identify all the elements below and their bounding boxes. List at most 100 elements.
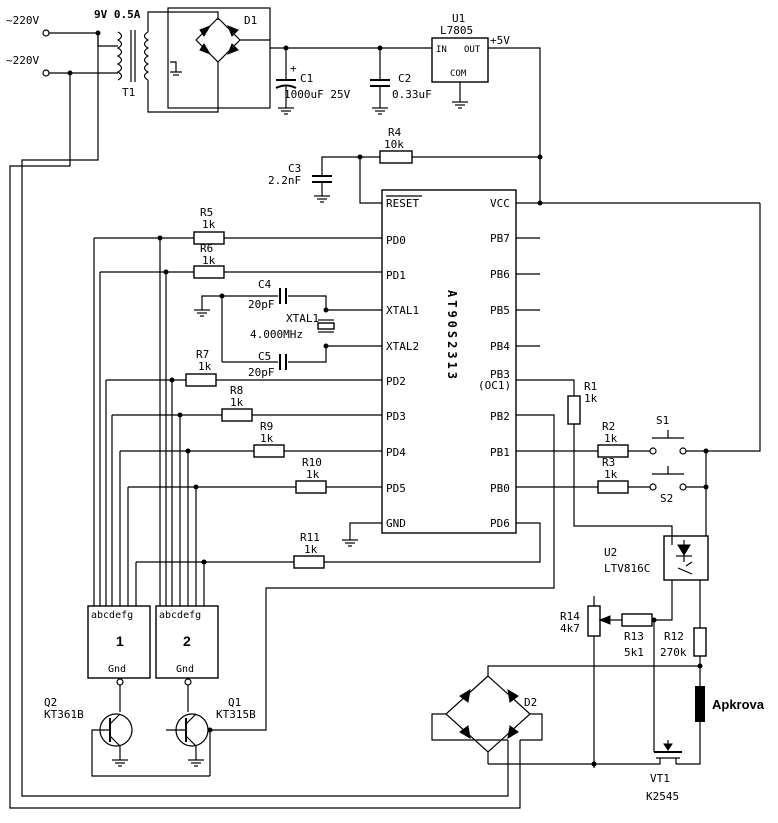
display-1-gnd: Gnd	[108, 664, 126, 675]
r6-value: 1k	[202, 254, 216, 267]
r1-ref: R1	[584, 380, 597, 393]
load-label: Apkrova	[712, 697, 765, 712]
pin-pb2: PB2	[490, 410, 510, 423]
c4-value: 20pF	[248, 298, 275, 311]
regulator-ref: U1	[452, 12, 465, 25]
mosfet-part: K2545	[646, 790, 679, 803]
c3-ref: C3	[288, 162, 301, 175]
capacitor-c2: C2 0.33uF	[370, 48, 432, 115]
regulator-part: L7805	[440, 24, 473, 37]
r9-ref: R9	[260, 420, 273, 433]
pin-xtal2: XTAL2	[386, 340, 419, 353]
load-element	[695, 686, 705, 722]
r2-value: 1k	[604, 432, 618, 445]
r14-value: 4k7	[560, 622, 580, 635]
regulator-com-pin: COM	[450, 69, 467, 79]
display-2-segments: abcdefg	[159, 610, 201, 621]
resistor-r12	[693, 627, 707, 657]
pin-vcc: VCC	[490, 197, 510, 210]
opto-ref: U2	[604, 546, 617, 559]
pin-pb6: PB6	[490, 268, 510, 281]
resistor-r1	[567, 395, 581, 425]
resistor-r6	[193, 265, 225, 279]
transistor-q2: Q2 KT361B	[44, 685, 210, 777]
reset-network: R4 10k C3 2.2nF	[268, 126, 543, 204]
r3-value: 1k	[604, 468, 618, 481]
c2-value: 0.33uF	[392, 88, 432, 101]
r1-value: 1k	[584, 392, 598, 405]
optocoupler-u2: U2 LTV816C	[604, 535, 709, 628]
q2-part: KT361B	[44, 708, 84, 721]
r13-ref: R13	[624, 630, 644, 643]
r7-ref: R7	[196, 348, 209, 361]
resistor-r11	[293, 555, 325, 569]
regulator-out-pin: OUT	[464, 45, 481, 55]
mosfet-vt1: VT1 K2545	[488, 740, 682, 803]
bridge-d1-ref: D1	[244, 14, 257, 27]
q2-ref: Q2	[44, 696, 57, 709]
r12-value: 270k	[660, 646, 687, 659]
r9-value: 1k	[260, 432, 274, 445]
pin-oc1: (OC1)	[478, 379, 511, 392]
r14-ref: R14	[560, 610, 580, 623]
power-supply-section: ~220V ~220V 9V 0.5A T1	[6, 7, 541, 809]
resistor-r13	[621, 613, 653, 627]
r6-ref: R6	[200, 242, 213, 255]
ac-terminal-2	[42, 69, 50, 77]
r10-value: 1k	[306, 468, 320, 481]
r4-value: 10k	[384, 138, 404, 151]
r11-ref: R11	[300, 531, 320, 544]
r8-ref: R8	[230, 384, 243, 397]
pin-pd5: PD5	[386, 482, 406, 495]
mosfet-ref: VT1	[650, 772, 670, 785]
display-1-number: 1	[116, 633, 124, 649]
s2-ref: S2	[660, 492, 673, 505]
mcu-at90s2313: AT90S2313 RESET PD0 PD1 XTAL1 XTAL2 PD2 …	[342, 189, 760, 547]
display-2-number: 2	[183, 633, 191, 649]
pin-pb4: PB4	[490, 340, 510, 353]
xtal-ref: XTAL1	[286, 312, 319, 325]
r4-ref: R4	[388, 126, 402, 139]
segment-bus: R5 1k R6 1k R7 1k R8 1k R9 1k R10 1k	[93, 206, 541, 606]
display-1: abcdefg 1 Gnd	[87, 605, 151, 686]
transformer-rating: 9V 0.5A	[94, 8, 141, 21]
c5-value: 20pF	[248, 366, 275, 379]
c1-ref: C1	[300, 72, 313, 85]
resistor-r9	[253, 444, 285, 458]
c1-value: 1000uF 25V	[284, 88, 351, 101]
q1-part: KT315B	[216, 708, 256, 721]
r11-value: 1k	[304, 543, 318, 556]
s1-ref: S1	[656, 414, 669, 427]
pin-pb3: PB3	[490, 368, 510, 381]
pin-pb0: PB0	[490, 482, 510, 495]
display-2-gnd: Gnd	[176, 664, 194, 675]
display-1-segments: abcdefg	[91, 610, 133, 621]
transformer-ref: T1	[122, 86, 135, 99]
transistor-q1: Q1 KT315B	[166, 414, 555, 776]
resistor-r10	[295, 480, 327, 494]
regulator-u1: U1 L7805 IN OUT COM +5V	[431, 12, 541, 203]
pin-reset: RESET	[386, 197, 419, 210]
ac-terminal-1	[42, 29, 50, 37]
q1-ref: Q1	[228, 696, 241, 709]
r12-ref: R12	[664, 630, 684, 643]
display-2: abcdefg 2 Gnd	[155, 605, 219, 686]
opto-part: LTV816C	[604, 562, 650, 575]
pin-pb1: PB1	[490, 446, 510, 459]
resistor-r3	[597, 480, 629, 494]
r7-value: 1k	[198, 360, 212, 373]
r10-ref: R10	[302, 456, 322, 469]
r8-value: 1k	[230, 396, 244, 409]
r5-ref: R5	[200, 206, 213, 219]
r2-ref: R2	[602, 420, 615, 433]
pin-pb7: PB7	[490, 232, 510, 245]
r5-value: 1k	[202, 218, 216, 231]
pin-pd1: PD1	[386, 269, 406, 282]
pin-pd0: PD0	[386, 234, 406, 247]
resistor-r8	[221, 408, 253, 422]
bridge-rectifier-d1: D1	[167, 7, 271, 109]
output-stage: U2 LTV816C R14 4k7 R13 5k1 R12 270k	[431, 535, 765, 803]
c5-ref: C5	[258, 350, 271, 363]
pin-xtal1: XTAL1	[386, 304, 419, 317]
potentiometer-r14	[587, 605, 601, 637]
